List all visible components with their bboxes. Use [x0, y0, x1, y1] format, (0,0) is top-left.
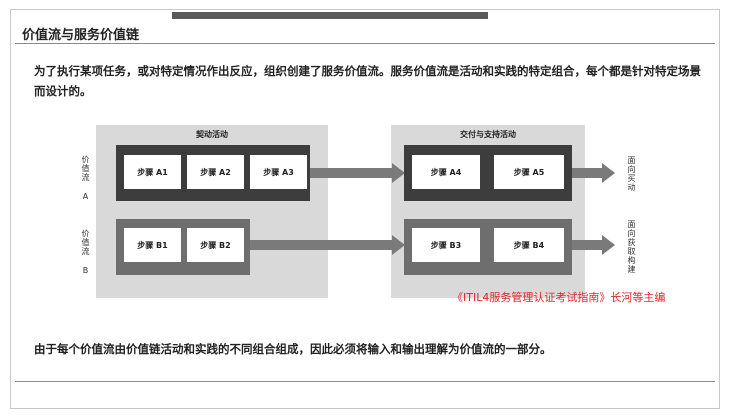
- stream-a-outcome: 面向买动: [627, 156, 636, 192]
- step-a1: 步骤 A1: [124, 155, 181, 189]
- step-a2: 步骤 A2: [187, 155, 244, 189]
- intro-paragraph: 为了执行某项任务，或对特定情况作出反应，组织创建了服务价值流。服务价值流是活动和…: [34, 64, 701, 98]
- header-divider: [15, 43, 715, 44]
- arrow-b-out: [572, 235, 615, 255]
- page-frame: [10, 9, 720, 409]
- stage-engage-label: 契动活动: [196, 130, 228, 139]
- arrow-b-link: [249, 235, 405, 255]
- section-title: 价值流与服务价值链: [22, 28, 140, 43]
- arrow-a-link: [309, 163, 405, 183]
- stream-b-outcome: 面向获取构建: [627, 220, 636, 274]
- stream-a-label: 价值流 A: [81, 155, 90, 202]
- step-a5: 步骤 A5: [494, 155, 564, 189]
- step-b3: 步骤 B3: [412, 228, 480, 262]
- step-b4: 步骤 B4: [494, 228, 564, 262]
- step-a3: 步骤 A3: [250, 155, 307, 189]
- footer-divider: [15, 381, 715, 382]
- step-b1: 步骤 B1: [124, 228, 181, 262]
- outro-paragraph: 由于每个价值流由价值链活动和实践的不同组合组成，因此必须将输入和输出理解为价值流…: [34, 342, 552, 356]
- step-a4: 步骤 A4: [412, 155, 480, 189]
- arrow-a-out: [572, 163, 615, 183]
- stream-b-label: 价值流 B: [81, 229, 90, 276]
- source-caption: 《ITIL4服务管理认证考试指南》长河等主编: [452, 291, 666, 304]
- top-scroll-bar: [172, 12, 488, 19]
- step-b2: 步骤 B2: [187, 228, 244, 262]
- stage-deliver-support-label: 交付与支持活动: [460, 130, 516, 139]
